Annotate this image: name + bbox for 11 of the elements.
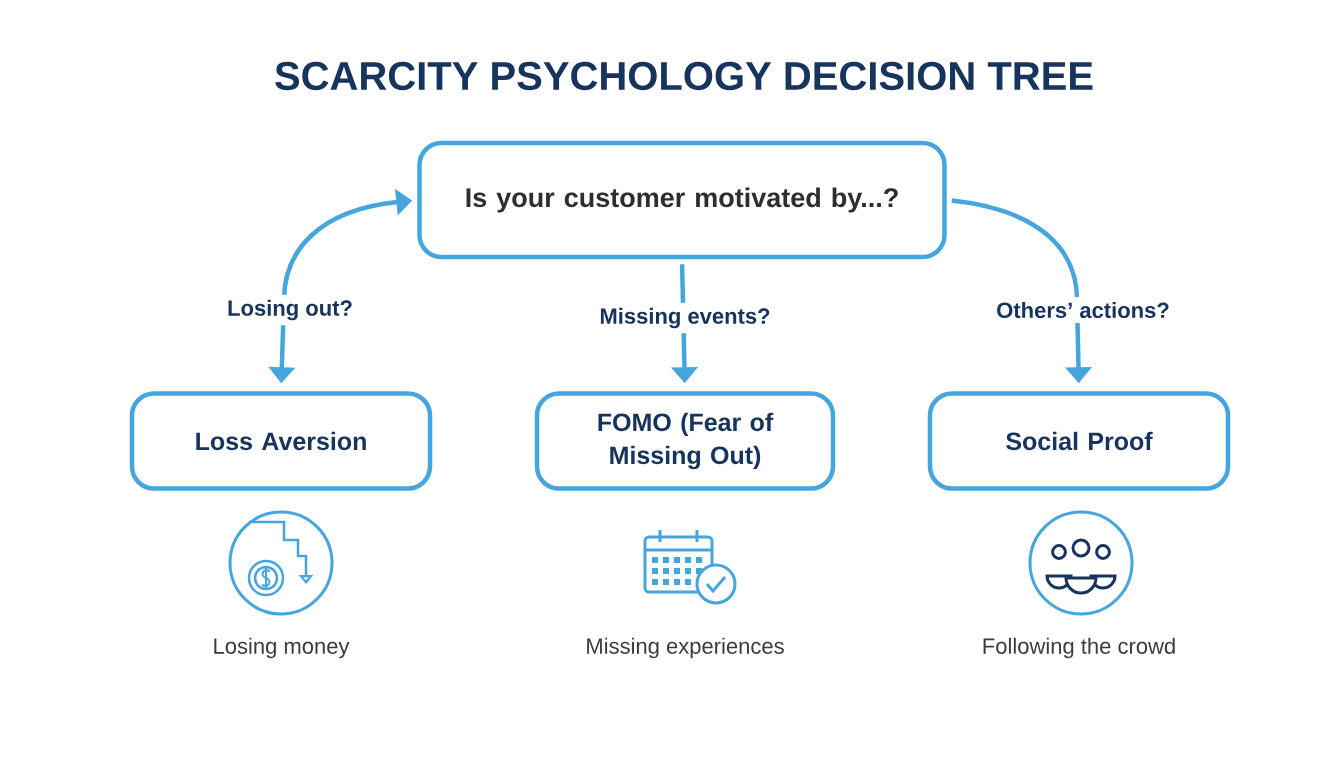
caption: Following the crowd (983, 637, 1175, 659)
edge-label: Missing events? (594, 302, 776, 334)
outcome-box: Loss Aversion (129, 391, 433, 491)
outcome-box: FOMO (Fear of Missing Out) (534, 391, 836, 491)
edge-label: Losing out? (222, 294, 358, 326)
title: SCARCITY PSYCHOLOGY DECISION TREE (275, 61, 1093, 91)
outcome-box: Social Proof (927, 391, 1231, 491)
caption: Losing money (214, 637, 350, 659)
question-box: Is your customer motivated by...? (417, 140, 947, 260)
caption: Missing experiences (587, 637, 784, 659)
edge-label: Others’ actions? (991, 296, 1175, 324)
